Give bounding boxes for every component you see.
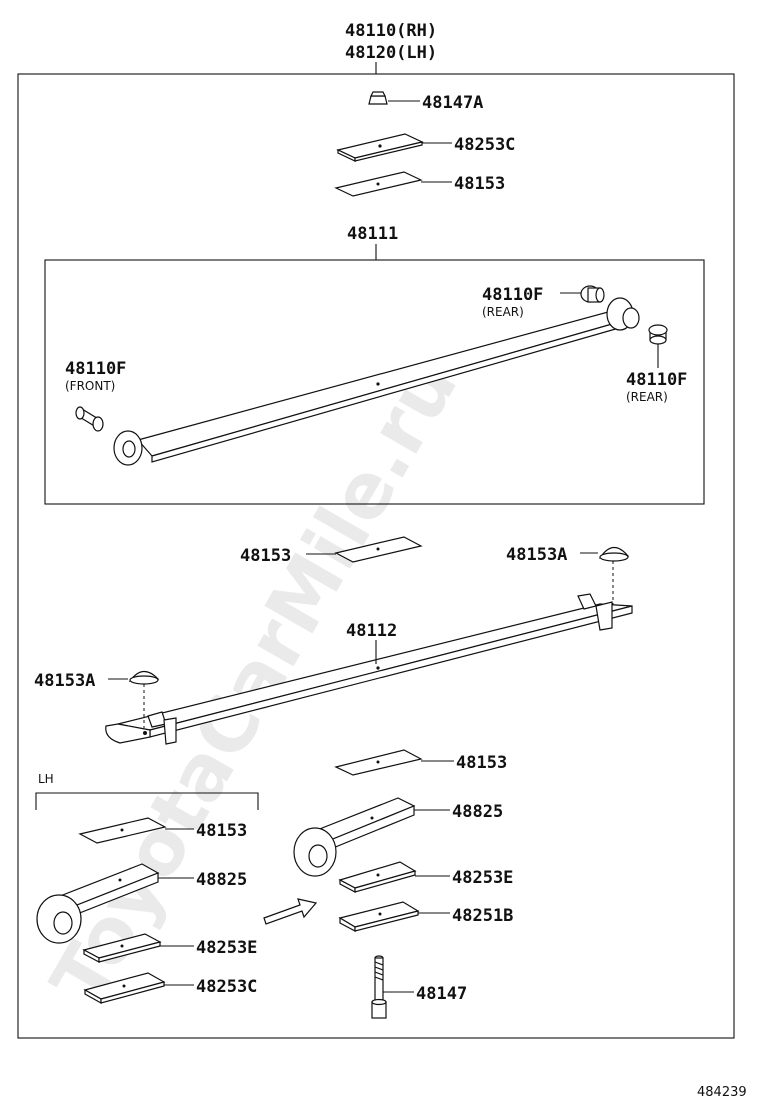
plate-48253e-lh-icon[interactable] bbox=[82, 933, 162, 963]
assembly-part-rh[interactable]: 48110(RH) bbox=[345, 21, 437, 41]
assembly-part-lh[interactable]: 48120(LH) bbox=[345, 43, 437, 63]
label-48253e-lh[interactable]: 48253E bbox=[196, 938, 257, 958]
direction-arrow-icon bbox=[263, 898, 318, 925]
label-48110f-rear2[interactable]: 48110F bbox=[626, 370, 687, 390]
label-48110f-rear2-note: (REAR) bbox=[626, 390, 668, 404]
spacer-48825-lh-icon[interactable] bbox=[36, 863, 160, 944]
main-leaf-frame bbox=[44, 259, 705, 505]
label-48253c-lh[interactable]: 48253C bbox=[196, 977, 257, 997]
main-leaf-spring-icon[interactable] bbox=[113, 297, 640, 466]
label-48153-lower[interactable]: 48153 bbox=[456, 753, 507, 773]
nut-48147a-icon[interactable] bbox=[368, 91, 388, 105]
label-lh-group: LH bbox=[38, 772, 54, 786]
label-48110f-front-note: (FRONT) bbox=[65, 379, 115, 393]
label-48825-rh[interactable]: 48825 bbox=[452, 802, 503, 822]
pad-48153-top-icon[interactable] bbox=[334, 171, 423, 197]
figure-number: 484239 bbox=[697, 1085, 747, 1100]
label-48253e-rh[interactable]: 48253E bbox=[452, 868, 513, 888]
plate-48253c-top-icon[interactable] bbox=[336, 133, 424, 162]
spacer-48825-rh-icon[interactable] bbox=[293, 797, 416, 877]
outer-frame bbox=[17, 73, 735, 1039]
label-48110f-rear1-note: (REAR) bbox=[482, 305, 524, 319]
label-48253c-top[interactable]: 48253C bbox=[454, 135, 515, 155]
pad-48153-lh-icon[interactable] bbox=[78, 817, 167, 844]
plate-48251b-icon[interactable] bbox=[338, 901, 420, 932]
label-48153-top[interactable]: 48153 bbox=[454, 174, 505, 194]
center-bolt-48147-icon[interactable] bbox=[371, 955, 387, 1019]
label-48111[interactable]: 48111 bbox=[347, 224, 398, 244]
label-48825-lh[interactable]: 48825 bbox=[196, 870, 247, 890]
label-48147a[interactable]: 48147A bbox=[422, 93, 483, 113]
lh-bracket bbox=[35, 792, 259, 810]
label-48153-lh[interactable]: 48153 bbox=[196, 821, 247, 841]
bushing-48110f-front-icon[interactable] bbox=[75, 406, 104, 432]
label-48110f-rear1[interactable]: 48110F bbox=[482, 285, 543, 305]
bushing-48110f-rear2-icon[interactable] bbox=[648, 324, 668, 345]
label-48153-mid[interactable]: 48153 bbox=[240, 546, 291, 566]
plate-48253c-lh-icon[interactable] bbox=[83, 972, 166, 1005]
cap-48153a-left-icon[interactable] bbox=[128, 670, 160, 685]
label-48112[interactable]: 48112 bbox=[346, 621, 397, 641]
label-48110f-front[interactable]: 48110F bbox=[65, 359, 126, 379]
label-48153a-left[interactable]: 48153A bbox=[34, 671, 95, 691]
second-leaf-spring-icon[interactable] bbox=[105, 593, 633, 745]
label-48147[interactable]: 48147 bbox=[416, 984, 467, 1004]
pad-48153-lower-icon[interactable] bbox=[334, 749, 423, 776]
label-48251b[interactable]: 48251B bbox=[452, 906, 513, 926]
bushing-48110f-rear-icon[interactable] bbox=[580, 285, 605, 303]
plate-48253e-rh-icon[interactable] bbox=[338, 861, 417, 893]
label-48153a-right[interactable]: 48153A bbox=[506, 545, 567, 565]
pad-48153-mid-icon[interactable] bbox=[334, 536, 423, 563]
cap-48153a-right-icon[interactable] bbox=[598, 546, 630, 562]
